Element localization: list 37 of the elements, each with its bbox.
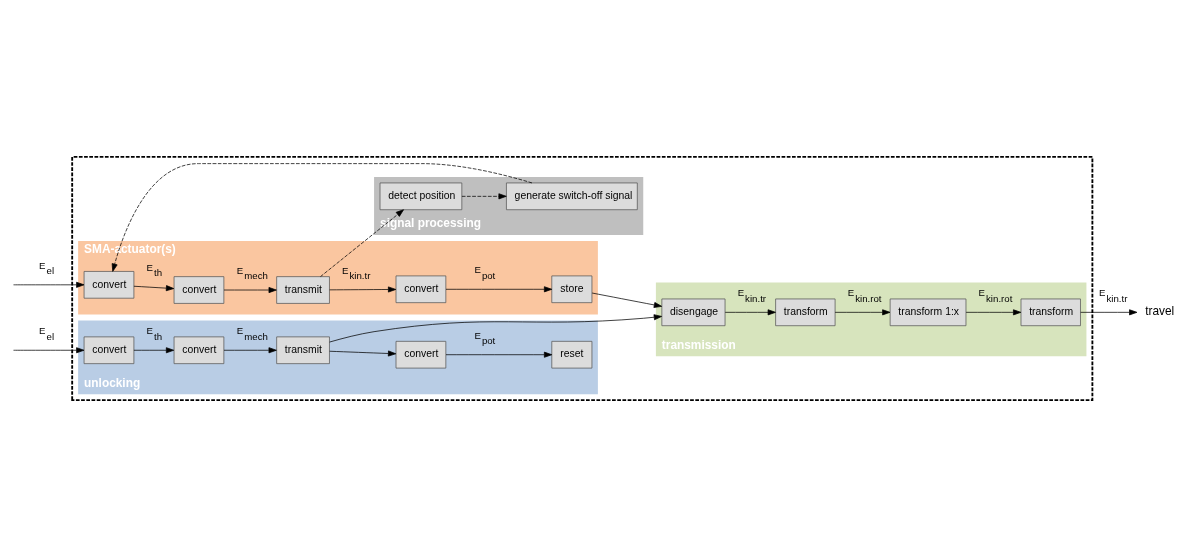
- arrow: [329, 350, 397, 356]
- arrow: [1080, 308, 1138, 315]
- arrow: [329, 286, 397, 292]
- node-box: convert: [395, 340, 447, 368]
- node-box: convert: [83, 336, 135, 364]
- arrow: [724, 308, 776, 315]
- arrow: [13, 346, 85, 353]
- node-box: detect position: [379, 182, 463, 210]
- node-box: transform 1:x: [889, 298, 967, 326]
- arrow: [133, 284, 175, 291]
- node-box: transmit: [276, 275, 330, 304]
- node-box: transmit: [276, 336, 330, 364]
- node-box: disengage: [661, 298, 726, 326]
- node-box: convert: [395, 275, 447, 303]
- arrow: [133, 346, 175, 353]
- arrow: [445, 351, 553, 358]
- arrow: [320, 208, 404, 277]
- node-box: convert: [173, 275, 225, 304]
- arrow: [223, 286, 277, 293]
- node-box: convert: [83, 270, 135, 299]
- node-text: travel: [1145, 303, 1175, 318]
- node-box: generate switch-off signal: [506, 182, 638, 210]
- arrow: [461, 192, 507, 199]
- node-box: convert: [173, 336, 225, 364]
- node-box: transform: [1020, 298, 1081, 326]
- node-box: transform: [775, 298, 836, 326]
- arrow: [329, 313, 662, 342]
- cluster: [71, 155, 1094, 401]
- arrow: [13, 281, 85, 288]
- arrow: [111, 162, 533, 272]
- arrow: [965, 308, 1022, 315]
- arrow: [834, 308, 891, 315]
- node-box: reset: [551, 340, 593, 368]
- arrow: [591, 292, 662, 308]
- arrow: [445, 285, 553, 292]
- node-box: store: [551, 275, 593, 303]
- arrow: [223, 346, 277, 353]
